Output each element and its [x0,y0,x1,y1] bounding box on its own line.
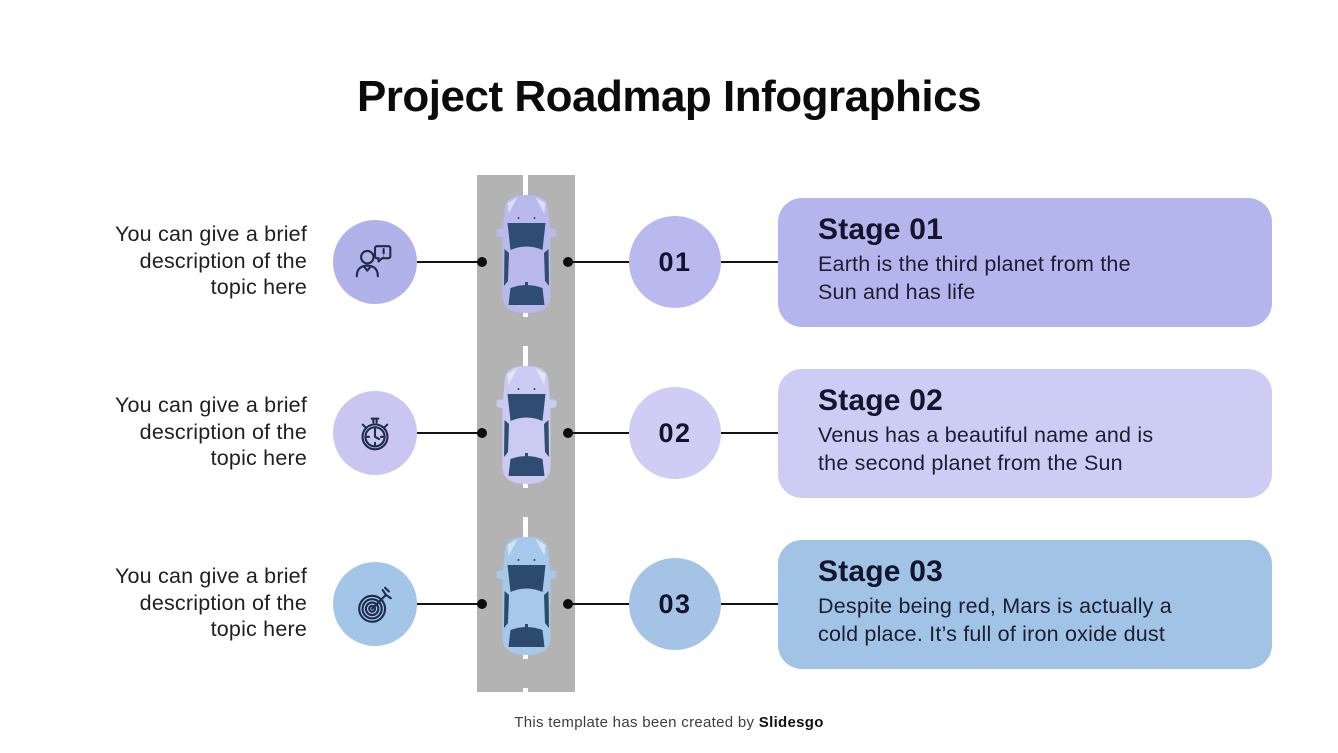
connector-line [721,603,778,605]
description-text: You can give a brief description of the … [60,392,307,472]
icon-circle [333,562,417,646]
icon-circle [333,220,417,304]
car-icon [494,535,559,657]
footer-brand: Slidesgo [758,714,824,731]
stage-text: Earth is the third planet from the Sun a… [818,252,1131,304]
connector-line [568,432,629,434]
stage-card: Stage 01 Earth is the third planet from … [778,198,1272,327]
connector-line [721,261,778,263]
desc-line: description of the [139,248,307,273]
stage-card: Stage 02 Venus has a beautiful name and … [778,369,1272,498]
number-circle: 03 [629,558,721,650]
connector-line [721,432,778,434]
footer-text: This template has been created by [514,714,759,731]
page-title: Project Roadmap Infographics [356,72,982,121]
desc-line: topic here [210,275,307,299]
connector-dot [477,257,487,267]
connector-line [417,432,482,434]
number-circle: 01 [629,216,721,308]
desc-line: You can give a brief [114,564,307,588]
connector-line [417,603,482,605]
stage-title: Stage 03 [818,555,943,588]
connector-dot [477,428,487,438]
connector-line [568,603,629,605]
number-label: 03 [658,588,692,619]
stage-card: Stage 03 Despite being red, Mars is actu… [778,540,1272,669]
stage-text: Venus has a beautiful name and is the se… [818,423,1154,475]
stopwatch-icon [352,410,398,456]
number-circle: 02 [629,387,721,479]
car-icon [494,193,559,315]
connector-line [417,261,482,263]
desc-line: description of the [139,590,307,615]
target-arrow-icon [352,581,398,627]
icon-circle [333,391,417,475]
number-label: 01 [658,246,692,277]
connector-dot [477,599,487,609]
desc-line: topic here [210,446,307,470]
car-icon [494,364,559,486]
person-exclamation-icon [352,239,398,285]
connector-line [568,261,629,263]
desc-line: description of the [139,419,307,444]
stage-title: Stage 01 [818,213,943,246]
stage-text: Despite being red, Mars is actually a co… [818,594,1172,646]
description-text: You can give a brief description of the … [60,563,307,643]
description-text: You can give a brief description of the … [60,221,307,301]
desc-line: topic here [210,617,307,641]
footer: This template has been created by Slides… [0,714,1338,731]
stage-title: Stage 02 [818,384,943,417]
number-label: 02 [658,417,692,448]
desc-line: You can give a brief [114,222,307,246]
desc-line: You can give a brief [114,393,307,417]
